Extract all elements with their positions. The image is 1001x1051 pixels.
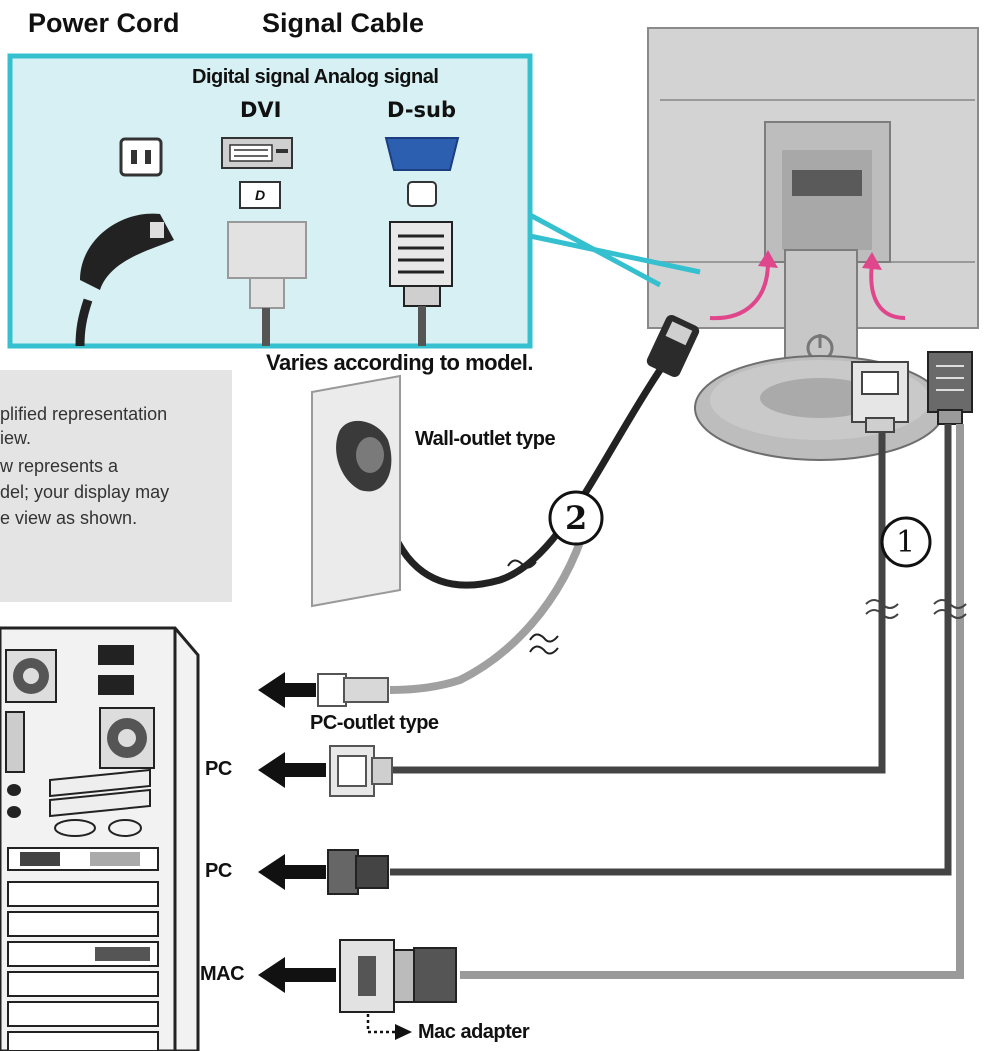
note-line-3: w represents a: [0, 456, 119, 476]
arrow-pc-dsub: [258, 854, 326, 890]
pc-tower: [0, 626, 200, 1051]
power-cord-pc: [389, 509, 594, 694]
pc-dvi-label: PC: [205, 758, 232, 780]
pc-outlet-plug: [317, 673, 389, 707]
mac-adapter-arrowhead: [395, 1024, 412, 1040]
cable-break-marks: [865, 599, 967, 619]
monitor-dsub-connector: [927, 351, 973, 425]
step-1-number: 1: [896, 525, 915, 560]
arrow-mac: [258, 957, 336, 993]
pc-dsub-label: PC: [205, 860, 232, 882]
pc-dsub-plug: [327, 849, 389, 895]
power-cord-wall: [376, 368, 663, 589]
note-line-2: iew.: [0, 428, 32, 448]
arrow-pc-dvi: [258, 752, 326, 788]
note-box: plified representation iew. w represents…: [0, 370, 232, 602]
dvi-signal-cable: [390, 432, 886, 774]
power-break-marks: [507, 559, 559, 655]
dsub-signal-cable: [390, 424, 952, 876]
step-2-circle: [548, 490, 604, 546]
dvi-label: DVI: [240, 98, 282, 122]
wall-outlet-label: Wall-outlet type: [415, 428, 556, 450]
signal-cable-header: Signal Cable: [262, 8, 425, 38]
pink-arrowhead-left: [758, 250, 778, 268]
mac-adapter-pointer: [366, 1014, 395, 1034]
mac-adapter-label: Mac adapter: [418, 1021, 530, 1043]
svg-text:D: D: [255, 187, 265, 203]
connector-inset: D: [7, 53, 701, 349]
power-cord-header: Power Cord: [28, 8, 180, 38]
monitor-power-plug: [646, 314, 700, 378]
pc-dvi-plug: [329, 745, 393, 797]
step-1-circle: [880, 516, 932, 568]
wall-outlet: [311, 374, 401, 608]
monitor-rear: [647, 27, 979, 461]
step-2-number: 2: [565, 499, 587, 537]
varies-caption: Varies according to model.: [266, 350, 533, 375]
arrow-pc-outlet: [258, 672, 316, 708]
monitor-dvi-connector: [851, 361, 909, 433]
signal-types-label: Digital signal Analog signal: [192, 66, 439, 88]
mac-label: MAC: [200, 963, 245, 985]
note-line-5: e view as shown.: [0, 508, 138, 528]
note-line-4: del; your display may: [0, 482, 170, 502]
pink-insert-arrows: [709, 261, 906, 321]
pc-outlet-label: PC-outlet type: [310, 712, 439, 734]
pink-arrowhead-right: [862, 252, 882, 270]
mac-adapter-plug: [339, 939, 457, 1013]
dsub-label: D-sub: [387, 98, 457, 122]
note-line-1: plified representation: [0, 404, 168, 424]
